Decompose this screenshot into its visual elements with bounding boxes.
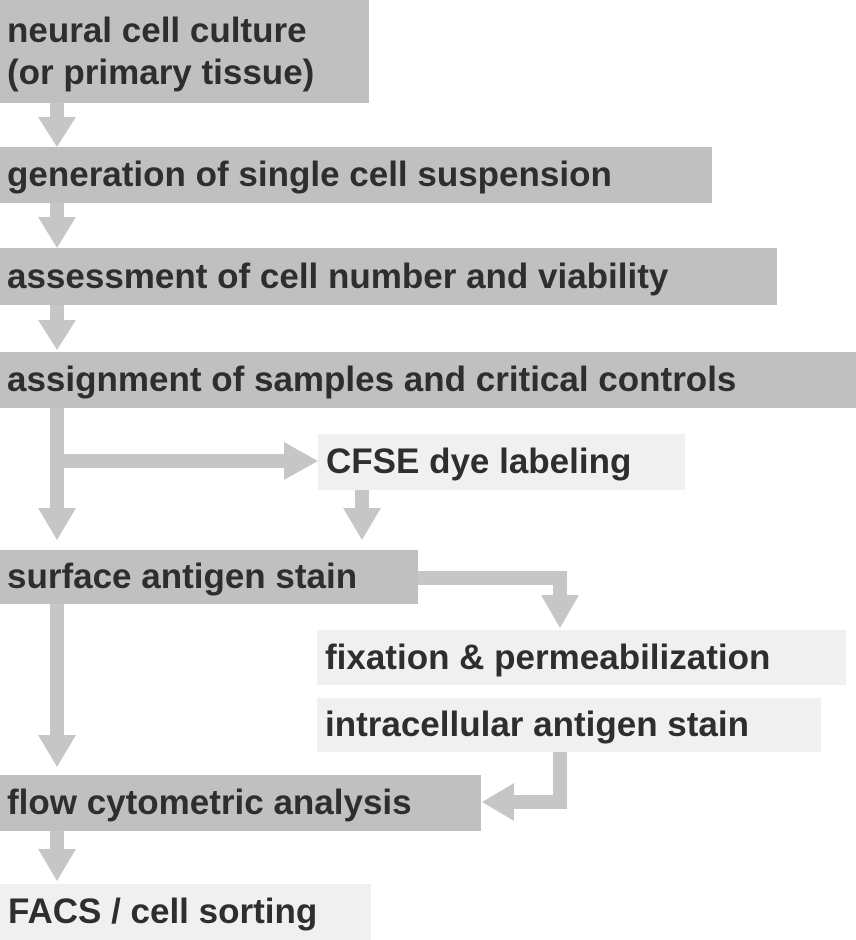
step-surface-antigen-stain-label: surface antigen stain bbox=[7, 557, 358, 596]
arrow-assignment-to-surface-head bbox=[38, 508, 76, 540]
arrow-assessment-to-assignment bbox=[50, 305, 64, 320]
arrow-surface-to-fixation-drop bbox=[553, 585, 567, 595]
arrow-culture-to-suspension-head bbox=[38, 117, 76, 147]
arrow-assessment-to-assignment-head bbox=[38, 320, 76, 350]
step-cell-number-viability: assessment of cell number and viability bbox=[0, 248, 777, 305]
step-single-cell-suspension: generation of single cell suspension bbox=[0, 147, 712, 203]
step-flow-cytometric-analysis-label: flow cytometric analysis bbox=[7, 783, 412, 822]
step-facs-cell-sorting: FACS / cell sorting bbox=[0, 884, 371, 940]
step-fixation-permeabilization-label: fixation & permeabilization bbox=[325, 637, 771, 677]
arrow-intracellular-to-flow-run bbox=[514, 795, 567, 809]
step-neural-cell-culture-line2: (or primary tissue) bbox=[7, 52, 315, 92]
step-neural-cell-culture: neural cell culture (or primary tissue) bbox=[0, 0, 369, 103]
step-surface-antigen-stain: surface antigen stain bbox=[0, 550, 418, 604]
step-cell-number-viability-label: assessment of cell number and viability bbox=[7, 256, 669, 296]
step-intracellular-antigen-stain: intracellular antigen stain bbox=[317, 698, 821, 752]
arrow-cfse-to-surface-head bbox=[343, 508, 381, 540]
arrow-culture-to-suspension bbox=[50, 103, 64, 117]
arrow-suspension-to-assessment-head bbox=[38, 217, 76, 248]
step-intracellular-antigen-stain-label: intracellular antigen stain bbox=[325, 705, 749, 744]
arrow-branch-to-cfse bbox=[64, 454, 284, 468]
arrow-assignment-to-surface bbox=[50, 408, 64, 508]
step-fixation-permeabilization: fixation & permeabilization bbox=[317, 630, 846, 685]
step-single-cell-suspension-label: generation of single cell suspension bbox=[7, 155, 612, 194]
arrow-surface-to-fixation-head bbox=[541, 595, 579, 628]
step-flow-cytometric-analysis: flow cytometric analysis bbox=[0, 775, 481, 831]
arrow-cfse-to-surface bbox=[355, 490, 369, 508]
arrow-branch-to-cfse-head bbox=[284, 442, 318, 480]
arrow-surface-to-flow-head bbox=[38, 735, 76, 767]
arrow-surface-to-fixation bbox=[418, 571, 567, 585]
step-cfse-dye-labeling: CFSE dye labeling bbox=[318, 434, 685, 490]
arrow-surface-to-flow bbox=[50, 604, 64, 735]
step-assignment-samples-controls: assignment of samples and critical contr… bbox=[0, 352, 856, 408]
step-cfse-dye-labeling-label: CFSE dye labeling bbox=[326, 442, 632, 481]
step-facs-cell-sorting-label: FACS / cell sorting bbox=[8, 892, 318, 931]
arrow-flow-to-facs-head bbox=[38, 849, 76, 881]
arrow-intracellular-to-flow bbox=[553, 752, 567, 809]
arrow-suspension-to-assessment bbox=[50, 203, 64, 217]
arrow-flow-to-facs bbox=[50, 831, 64, 849]
arrow-intracellular-to-flow-head bbox=[482, 783, 514, 821]
step-assignment-samples-controls-label: assignment of samples and critical contr… bbox=[7, 360, 737, 399]
step-neural-cell-culture-line1: neural cell culture bbox=[7, 10, 307, 50]
